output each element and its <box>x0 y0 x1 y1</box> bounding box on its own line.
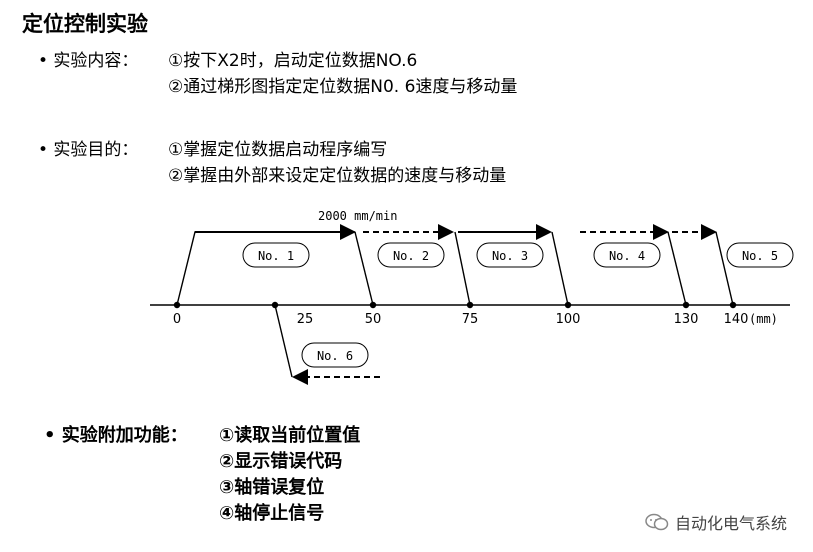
speed-label: 2000 mm/min <box>318 209 397 223</box>
label-no5: No. 5 <box>726 242 794 268</box>
tick-label-75: 75 <box>462 312 479 327</box>
content-label: • 实验内容： <box>38 51 139 71</box>
extra-item-3: ③轴错误复位 <box>219 477 325 498</box>
tick-label-25: 25 <box>297 312 314 327</box>
label-no2: No. 2 <box>377 242 445 268</box>
label-no2-text: No. 2 <box>393 249 429 263</box>
label-no6-text: No. 6 <box>317 349 353 363</box>
no1-decel <box>354 231 374 306</box>
extra-item-1: ①读取当前位置值 <box>219 425 361 446</box>
label-no1-text: No. 1 <box>258 249 294 263</box>
no2-decel <box>454 231 471 306</box>
wechat-icon <box>645 513 669 531</box>
tick-label-130: 130 <box>674 312 699 327</box>
extra-item-4: ④轴停止信号 <box>219 503 325 524</box>
no5-decel <box>715 231 734 306</box>
tick-label-140: 140 <box>724 312 749 327</box>
label-no4-text: No. 4 <box>609 249 645 263</box>
no3-decel <box>551 231 569 306</box>
tick-label-0: 0 <box>173 312 181 327</box>
label-no1: No. 1 <box>242 242 310 268</box>
purpose-line-2: ②掌握由外部来设定定位数据的速度与移动量 <box>168 166 507 186</box>
label-no3: No. 3 <box>476 242 544 268</box>
label-no6: No. 6 <box>301 342 369 368</box>
content-line-2: ②通过梯形图指定定位数据N0. 6速度与移动量 <box>168 77 518 97</box>
page-title: 定位控制实验 <box>22 12 148 36</box>
extra-label: • 实验附加功能： <box>44 425 188 446</box>
purpose-label: • 实验目的： <box>38 140 139 160</box>
extra-item-2: ②显示错误代码 <box>219 451 343 472</box>
content-line-1: ①按下X2时，启动定位数据NO.6 <box>168 51 418 71</box>
no4-decel <box>667 231 687 306</box>
watermark-text: 自动化电气系统 <box>674 514 787 533</box>
tick-label-100: 100 <box>556 312 581 327</box>
purpose-line-1: ①掌握定位数据启动程序编写 <box>168 140 388 160</box>
label-no5-text: No. 5 <box>742 249 778 263</box>
unit-label: (mm) <box>749 312 778 326</box>
label-no4: No. 4 <box>593 242 661 268</box>
watermark: 自动化电气系统 <box>645 510 787 534</box>
no6-accel <box>274 304 293 378</box>
label-no3-text: No. 3 <box>492 249 528 263</box>
tick-label-50: 50 <box>365 312 382 327</box>
